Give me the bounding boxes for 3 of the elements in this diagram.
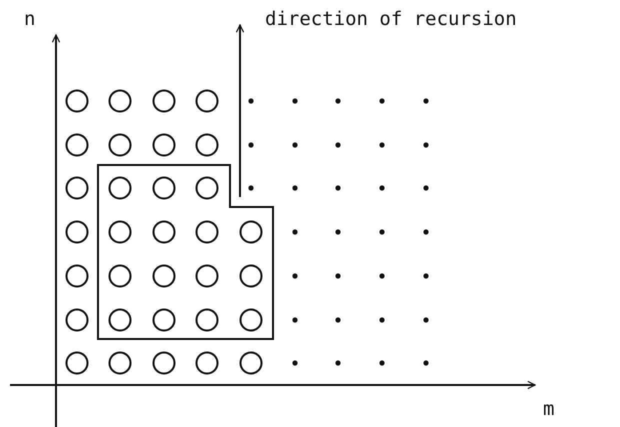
axis-label: n [24, 10, 36, 29]
axis-label: m [543, 400, 554, 419]
annotation-text: direction of recursion [265, 10, 517, 29]
